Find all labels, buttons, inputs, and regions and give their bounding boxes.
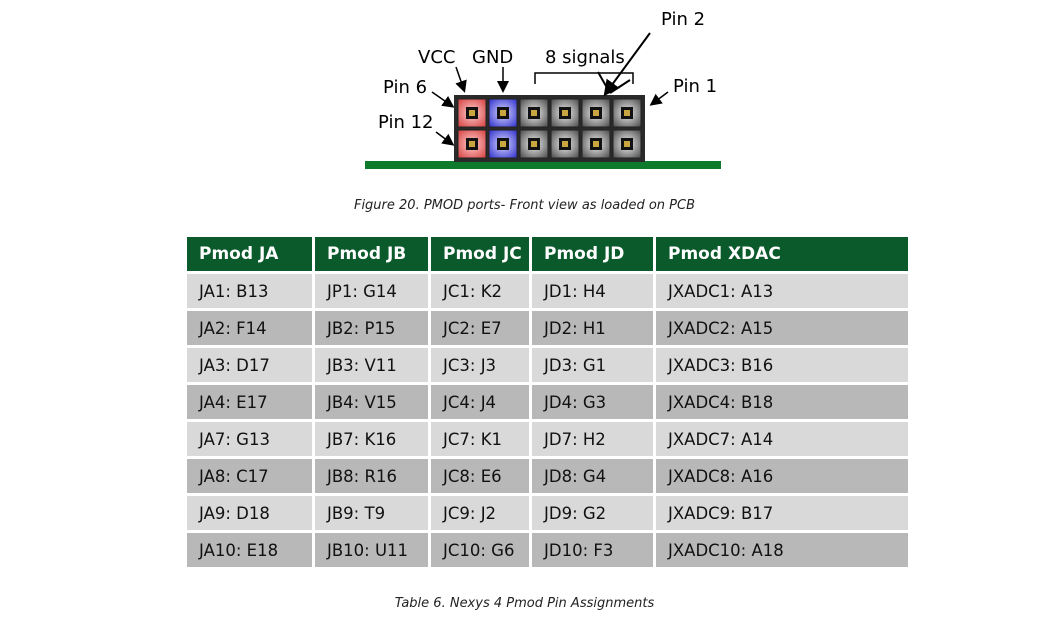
gnd-pin-socket	[488, 98, 518, 128]
pcb-strip	[365, 161, 721, 169]
pin2-label: Pin 2	[661, 9, 705, 30]
table-cell: JXADC1: A13	[656, 274, 908, 308]
table-cell: JC9: J2	[431, 496, 529, 530]
figure-caption: Figure 20. PMOD ports- Front view as loa…	[353, 198, 696, 213]
table-cell: JB3: V11	[315, 348, 428, 382]
table-cell: JXADC8: A16	[656, 459, 908, 493]
header-pmod-xdac: Pmod XDAC	[656, 237, 908, 271]
table-cell: JA4: E17	[187, 385, 312, 419]
table-cell: JA3: D17	[187, 348, 312, 382]
table-cell: JD4: G3	[532, 385, 653, 419]
header-pmod-jb: Pmod JB	[315, 237, 428, 271]
pin-contact	[593, 110, 599, 116]
signal-pin-socket	[612, 129, 642, 159]
table-cell: JXADC9: B17	[656, 496, 908, 530]
table-cell: JD9: G2	[532, 496, 653, 530]
table-cell: JD8: G4	[532, 459, 653, 493]
table-cell: JB8: R16	[315, 459, 428, 493]
pin-contact	[593, 141, 599, 147]
table-cell: JXADC3: B16	[656, 348, 908, 382]
table-cell: JXADC7: A14	[656, 422, 908, 456]
signal-leader-left	[597, 71, 611, 94]
header-pmod-jc: Pmod JC	[431, 237, 529, 271]
table-cell: JC7: K1	[431, 422, 529, 456]
table-cell: JB10: U11	[315, 533, 428, 567]
table-cell: JA9: D18	[187, 496, 312, 530]
table-cell: JB4: V15	[315, 385, 428, 419]
table-cell: JC10: G6	[431, 533, 529, 567]
pin-contact	[469, 110, 475, 116]
table-cell: JC4: J4	[431, 385, 529, 419]
pin12-arrow	[435, 131, 455, 146]
signals-bracket	[534, 72, 634, 84]
table-cell: JXADC2: A15	[656, 311, 908, 345]
pin2-arrow	[603, 32, 651, 97]
pin-contact	[469, 141, 475, 147]
header-pmod-ja: Pmod JA	[187, 237, 312, 271]
table-cell: JC3: J3	[431, 348, 529, 382]
table-cell: JD10: F3	[532, 533, 653, 567]
table-cell: JD1: H4	[532, 274, 653, 308]
table-caption: Table 6. Nexys 4 Pmod Pin Assignments	[394, 596, 655, 611]
pin-contact	[500, 141, 506, 147]
pin-contact	[500, 110, 506, 116]
table-header-row: Pmod JA Pmod JB Pmod JC Pmod JD Pmod XDA…	[187, 237, 908, 271]
pin1-label: Pin 1	[673, 76, 717, 97]
pin-contact	[562, 110, 568, 116]
vcc-label: VCC	[418, 47, 455, 68]
table-cell: JA2: F14	[187, 311, 312, 345]
pin-contact	[624, 110, 630, 116]
pin-contact	[562, 141, 568, 147]
header-pmod-jd: Pmod JD	[532, 237, 653, 271]
pin12-label: Pin 12	[378, 112, 434, 133]
pin-contact	[531, 110, 537, 116]
table-cell: JD3: G1	[532, 348, 653, 382]
table-cell: JA8: C17	[187, 459, 312, 493]
pin-assignment-table: Pmod JA Pmod JB Pmod JC Pmod JD Pmod XDA…	[184, 234, 911, 570]
signal-pin-socket	[519, 129, 549, 159]
pin-grid	[457, 98, 642, 159]
table-cell: JC2: E7	[431, 311, 529, 345]
table-cell: JA10: E18	[187, 533, 312, 567]
vcc-pin-socket	[457, 129, 487, 159]
table-cell: JD7: H2	[532, 422, 653, 456]
pin1-arrow	[649, 91, 669, 106]
table-cell: JB7: K16	[315, 422, 428, 456]
table-cell: JB2: P15	[315, 311, 428, 345]
table-cell: JXADC10: A18	[656, 533, 908, 567]
table-cell: JXADC4: B18	[656, 385, 908, 419]
pmod-connector-diagram: VCC GND 8 signals Pin 2 Pin 1 Pin 6 Pin …	[365, 9, 721, 169]
pin6-arrow	[431, 91, 455, 108]
gnd-pin-socket	[488, 129, 518, 159]
table-cell: JC8: E6	[431, 459, 529, 493]
table-cell: JP1: G14	[315, 274, 428, 308]
gnd-label: GND	[472, 47, 513, 68]
pin6-label: Pin 6	[383, 77, 427, 98]
table-cell: JB9: T9	[315, 496, 428, 530]
table-cell: JA1: B13	[187, 274, 312, 308]
pin-contact	[624, 141, 630, 147]
table-cell: JC1: K2	[431, 274, 529, 308]
vcc-arrow	[455, 66, 467, 93]
pin-contact	[531, 141, 537, 147]
table-cell: JA7: G13	[187, 422, 312, 456]
signal-leader-right	[609, 79, 631, 94]
signals-label: 8 signals	[545, 47, 625, 68]
table-cell: JD2: H1	[532, 311, 653, 345]
